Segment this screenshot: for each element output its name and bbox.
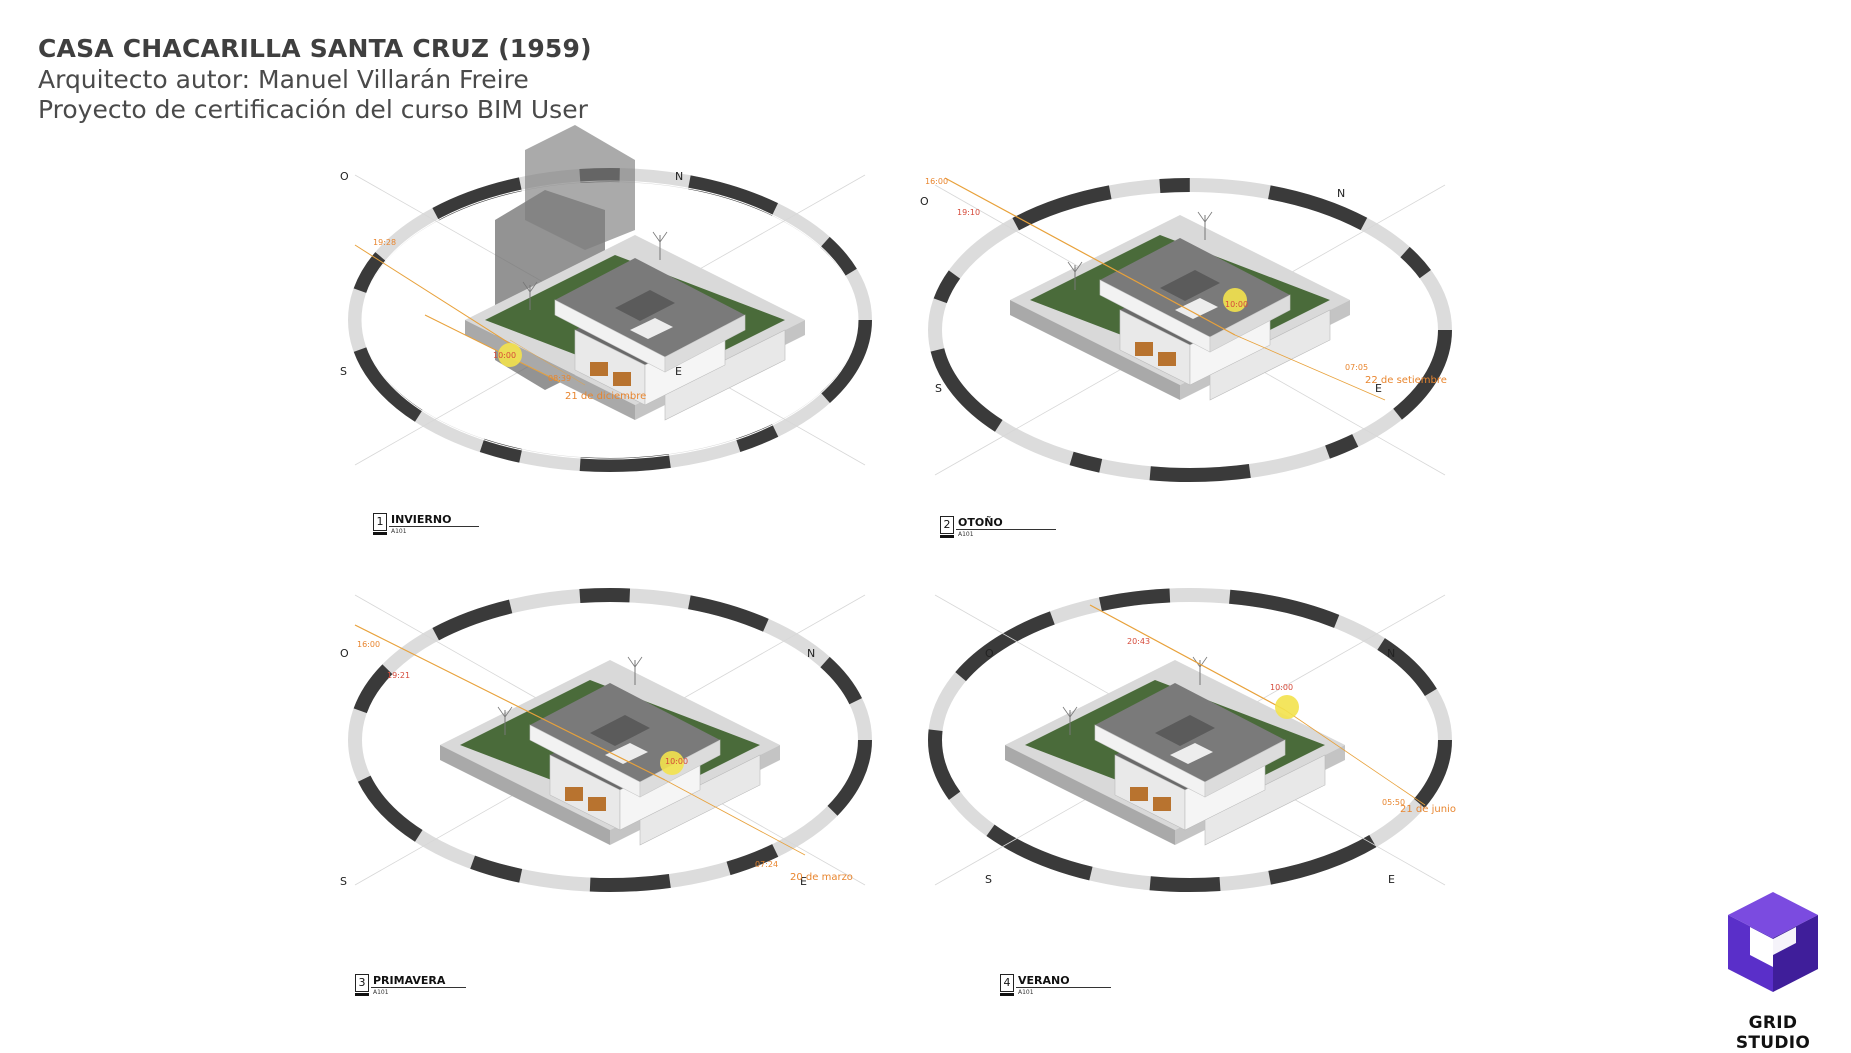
compass-n: N: [1387, 647, 1396, 660]
time-noon: 10:00: [1270, 683, 1294, 692]
view-tag-bar: [940, 535, 954, 538]
panel-verano: O N S E 20:43 10:00 05:50 21 de junio: [925, 588, 1485, 960]
compass-o: O: [985, 647, 994, 660]
sun-study-diagram-verano: [928, 588, 1452, 892]
time-sunset: 19:21: [387, 671, 411, 680]
sun-study-diagram-otono: [928, 177, 1452, 482]
compass-o: O: [340, 647, 349, 660]
view-sheet: A101: [958, 531, 974, 538]
season-date: 21 de diciembre: [565, 391, 647, 402]
compass-s: S: [985, 873, 992, 886]
view-tag-primavera: 3 PRIMAVERA A101: [355, 974, 470, 998]
time-sunrise: 07:05: [1345, 363, 1369, 372]
view-tag-otono: 2 OTOÑO A101: [940, 516, 1060, 540]
brand-name: GRID STUDIO: [1735, 1013, 1811, 1053]
time-sunset: 19:10: [957, 208, 981, 217]
panel-otono: O N S E 16:00 19:10 10:00 07:05 22 de se…: [920, 160, 1485, 505]
time-noon: 10:00: [665, 757, 689, 766]
view-tag-bar: [373, 532, 387, 535]
view-number: 2: [940, 516, 954, 534]
project-title: CASA CHACARILLA SANTA CRUZ (1959): [38, 34, 592, 63]
season-date: 21 de junio: [1400, 804, 1456, 815]
compass-e: E: [675, 365, 682, 378]
view-name: VERANO: [1018, 974, 1070, 987]
season-date: 20 de marzo: [790, 872, 853, 883]
view-number: 1: [373, 513, 387, 531]
time-sunset: 19:28: [373, 238, 397, 247]
view-tag-invierno: 1 INVIERNO A101: [373, 513, 483, 537]
compass-o: O: [340, 170, 349, 183]
time-sunrise: 08:39: [548, 374, 572, 383]
view-tag-bar: [355, 993, 369, 996]
header: CASA CHACARILLA SANTA CRUZ (1959) Arquit…: [38, 36, 592, 127]
view-tag-verano: 4 VERANO A101: [1000, 974, 1115, 998]
time-sunrise: 05:50: [1382, 798, 1406, 807]
compass-o: O: [920, 195, 929, 208]
compass-s: S: [935, 382, 942, 395]
time-sunset: 20:43: [1127, 637, 1151, 646]
view-title-rule: [956, 529, 1056, 530]
view-tag-bar: [1000, 993, 1014, 996]
view-number: 3: [355, 974, 369, 992]
grid-studio-logo-icon: [1728, 892, 1818, 992]
brand: GRID STUDIO: [1713, 887, 1833, 1053]
view-name: OTOÑO: [958, 516, 1003, 529]
compass-e: E: [800, 875, 807, 888]
view-name: PRIMAVERA: [373, 974, 446, 987]
course-line: Proyecto de certificación del curso BIM …: [38, 95, 588, 124]
view-name: INVIERNO: [391, 513, 452, 526]
sun-study-diagram-invierno: [348, 125, 872, 472]
time-start: 16:00: [357, 640, 381, 649]
season-date: 22 de setiembre: [1365, 375, 1447, 386]
time-sunrise: 07:24: [755, 860, 779, 869]
time-start: 16:00: [925, 177, 949, 186]
view-number: 4: [1000, 974, 1014, 992]
author-line: Arquitecto autor: Manuel Villarán Freire: [38, 65, 529, 94]
compass-e: E: [1388, 873, 1395, 886]
panel-primavera: O N S E 16:00 19:21 10:00 07:24 20 de ma…: [340, 588, 905, 960]
compass-n: N: [1337, 187, 1346, 200]
view-title-rule: [1016, 987, 1111, 988]
view-title-rule: [371, 987, 466, 988]
compass-n: N: [807, 647, 816, 660]
view-sheet: A101: [391, 528, 407, 535]
compass-s: S: [340, 365, 347, 378]
compass-n: N: [675, 170, 684, 183]
panel-invierno: O N S E 19:28 10:00 08:39 21 de diciembr…: [340, 125, 905, 495]
time-noon: 10:00: [493, 351, 517, 360]
sun-study-diagram-primavera: [348, 588, 872, 892]
view-sheet: A101: [1018, 989, 1034, 996]
view-sheet: A101: [373, 989, 389, 996]
time-noon: 10:00: [1225, 300, 1249, 309]
view-title-rule: [389, 526, 479, 527]
compass-s: S: [340, 875, 347, 888]
compass-e: E: [1375, 382, 1382, 395]
